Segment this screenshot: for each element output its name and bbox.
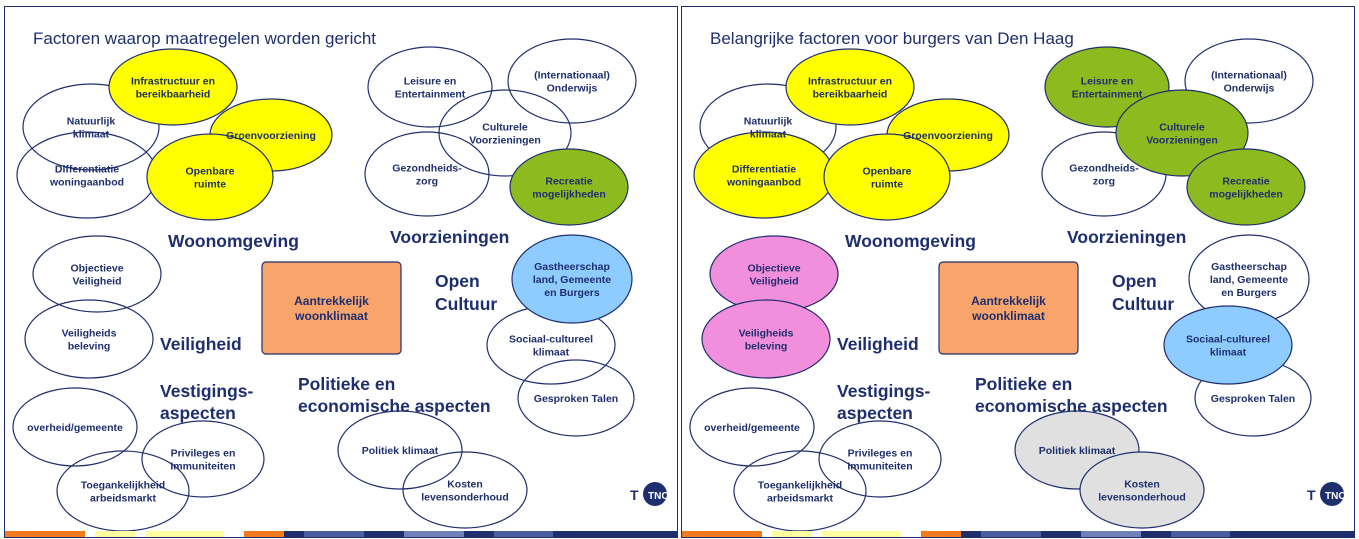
factor-ellipse-openbare: [823, 133, 951, 221]
factor-ellipse-leisure: [367, 46, 493, 128]
factor-label-gezondheid: Gezondheids-zorg: [392, 163, 462, 188]
center-box: [261, 261, 402, 355]
factor-ellipse-veiligheidsbeleving: [701, 299, 831, 379]
factor-ellipse-natuurlijk: [22, 83, 160, 171]
slide-left: Factoren waarop maatregelen worden geric…: [4, 6, 678, 538]
slide-title: Factoren waarop maatregelen worden geric…: [33, 29, 377, 48]
footer-color-bar: [5, 531, 677, 537]
center-box: [938, 261, 1079, 355]
group-label-voorzieningen: Voorzieningen: [390, 227, 509, 247]
factor-ellipse-politiek: [337, 410, 463, 490]
svg-text:TNO: TNO: [648, 491, 669, 502]
group-label-vestigingsaspecten: Vestigings-aspecten: [160, 381, 254, 423]
group-label-veiligheid: Veiligheid: [837, 334, 919, 354]
group-label-voorzieningen: Voorzieningen: [1067, 227, 1186, 247]
factor-label-overheid: overheid/gemeente: [704, 422, 800, 434]
factor-ellipse-openbare: [146, 133, 274, 221]
factor-ellipse-veiligheidsbeleving: [24, 299, 154, 379]
group-label-woonomgeving: Woonomgeving: [845, 231, 976, 251]
factor-ellipse-gastheerschap: [511, 234, 633, 324]
factor-ellipse-privileges: [141, 420, 265, 498]
svg-text:T: T: [630, 487, 639, 503]
factor-ellipse-overheid: [689, 387, 815, 467]
factor-ellipse-kosten: [402, 451, 528, 529]
factor-label-talen: Gesproken Talen: [1211, 393, 1295, 405]
factor-label-gezondheid: Gezondheids-zorg: [1069, 163, 1139, 188]
factor-ellipse-culturele: [438, 89, 572, 177]
factor-ellipse-overheid: [12, 387, 138, 467]
factor-ellipse-recreatie: [1186, 148, 1306, 226]
group-label-veiligheid: Veiligheid: [160, 334, 242, 354]
factor-ellipse-talen: [517, 359, 635, 437]
factor-ellipse-onderwijs: [1184, 38, 1314, 124]
tno-logo: T TNO: [627, 479, 669, 509]
factor-label-groenvoorziening: Groenvoorziening: [226, 130, 316, 142]
factor-ellipse-objectieve: [32, 235, 162, 313]
factor-label-groenvoorziening: Groenvoorziening: [903, 130, 993, 142]
factor-ellipse-privileges: [818, 420, 942, 498]
factor-ellipse-gezondheid: [364, 131, 490, 217]
factor-label-politiek: Politiek klimaat: [1039, 445, 1116, 457]
factor-label-overheid: overheid/gemeente: [27, 422, 123, 434]
factor-label-politiek: Politiek klimaat: [362, 445, 439, 457]
slide-title: Belangrijke factoren voor burgers van De…: [710, 29, 1074, 48]
footer-color-bar: [682, 531, 1354, 537]
svg-text:T: T: [1307, 487, 1316, 503]
factor-ellipse-infrastructuur: [108, 48, 238, 126]
factor-label-onderwijs: (Internationaal)Onderwijs: [534, 70, 610, 95]
factor-ellipse-sociaal: [1163, 305, 1293, 385]
svg-text:TNO: TNO: [1325, 491, 1346, 502]
factor-ellipse-kosten: [1079, 451, 1205, 529]
factor-ellipse-onderwijs: [507, 38, 637, 124]
factor-label-talen: Gesproken Talen: [534, 393, 618, 405]
factor-ellipse-recreatie: [509, 148, 629, 226]
group-label-woonomgeving: Woonomgeving: [168, 231, 299, 251]
tno-logo: T TNO: [1304, 479, 1346, 509]
group-label-vestigingsaspecten: Vestigings-aspecten: [837, 381, 931, 423]
slide-right: Belangrijke factoren voor burgers van De…: [681, 6, 1355, 538]
factor-ellipse-infrastructuur: [785, 48, 915, 126]
factor-label-onderwijs: (Internationaal)Onderwijs: [1211, 70, 1287, 95]
